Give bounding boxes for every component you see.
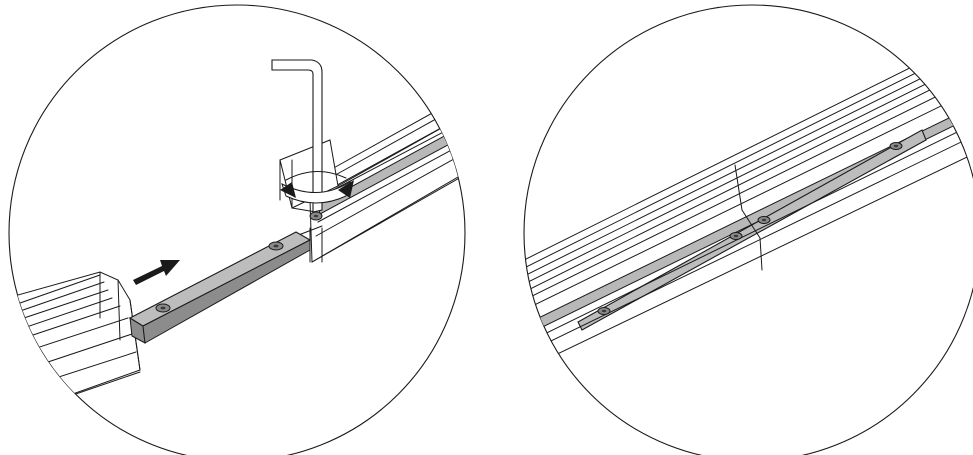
connector-bar	[128, 211, 323, 344]
panel-step-2	[523, 4, 973, 455]
rotate-arrow-icon	[280, 170, 354, 204]
push-arrow-icon	[133, 260, 180, 285]
connector-bar-installed	[577, 129, 927, 331]
joined-rails	[524, 27, 973, 373]
panel-step-1	[8, 4, 466, 455]
